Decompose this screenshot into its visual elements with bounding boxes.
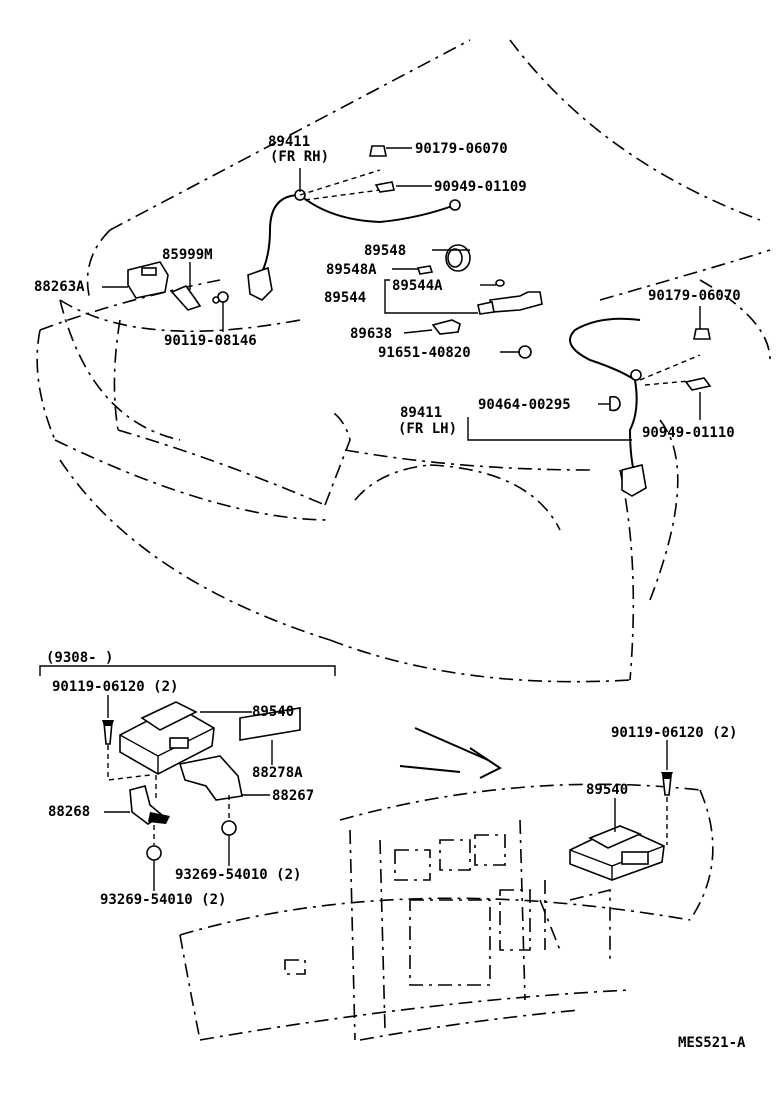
label-plate-icon: [140, 701, 198, 731]
cover-88278a-icon: [239, 707, 301, 741]
label-88267: 88267: [272, 788, 314, 804]
label-91651-40820: 91651-40820: [378, 345, 471, 361]
bracket-icon: [170, 285, 202, 311]
label-93269-54010-mid: 93269-54010 (2): [175, 867, 301, 883]
direction-arrow: [399, 727, 502, 779]
label-88263a: 88263A: [34, 279, 85, 295]
label-93269-54010-bottom: 93269-54010 (2): [100, 892, 226, 908]
drawing-code: MES521-A: [678, 1035, 746, 1051]
label-90179-06070-right: 90179-06070: [648, 288, 741, 304]
label-90949-01109: 90949-01109: [434, 179, 527, 195]
label-85999m: 85999M: [162, 247, 213, 263]
label-89544a: 89544A: [392, 278, 443, 294]
label-89411-lh: 89411: [400, 405, 442, 421]
label-89548a: 89548A: [326, 262, 377, 278]
vehicle-front-outline: [36, 39, 771, 683]
label-90119-08146: 90119-08146: [164, 333, 257, 349]
nut-icon: [693, 328, 711, 340]
part-number-labels: 89411 (FR RH) 90179-06070 90949-01109 85…: [34, 134, 746, 1051]
bracket-88267-icon: [178, 755, 243, 801]
label-89411-rh: 89411: [268, 134, 310, 150]
upper-leader-lines: [102, 147, 701, 441]
label-89540-left: 89540: [252, 704, 294, 720]
inset-bracket: [39, 665, 336, 676]
label-inset-date-range: (9308- ): [46, 650, 113, 666]
speed-sensor-fr-rh: [247, 169, 461, 301]
upper-small-parts: [127, 145, 712, 412]
dashboard-outline: [179, 783, 714, 1041]
label-88268: 88268: [48, 804, 90, 820]
label-90949-01110: 90949-01110: [642, 425, 735, 441]
label-90119-06120-left: 90119-06120 (2): [52, 679, 178, 695]
label-90179-06070-top: 90179-06070: [415, 141, 508, 157]
label-89411-rh-side: (FR RH): [270, 149, 329, 165]
label-89411-lh-side: (FR LH): [398, 421, 457, 437]
clamp-icon: [609, 395, 621, 412]
label-89540-right: 89540: [586, 782, 628, 798]
label-90119-06120-right: 90119-06120 (2): [611, 725, 737, 741]
retainer-icon: [431, 319, 461, 335]
nut-icon: [221, 820, 237, 836]
label-90464-00295: 90464-00295: [478, 397, 571, 413]
small-clip-icon: [416, 265, 434, 275]
abs-ecu-right: [569, 772, 673, 881]
nut-icon: [146, 845, 162, 861]
label-89544: 89544: [324, 290, 366, 306]
abs-ecu-left: [102, 701, 301, 861]
speed-sensor-fr-lh: [569, 317, 701, 497]
label-88278a: 88278A: [252, 765, 303, 781]
clip-icon: [374, 181, 395, 193]
label-89638: 89638: [350, 326, 392, 342]
ambient-sensor-icon: [127, 261, 169, 299]
nut-icon: [369, 145, 387, 157]
lower-leader-lines: [104, 695, 668, 891]
connector-icon: [489, 291, 543, 313]
bolt-icon: [518, 345, 532, 359]
clip-icon: [684, 377, 712, 391]
label-89548: 89548: [364, 243, 406, 259]
